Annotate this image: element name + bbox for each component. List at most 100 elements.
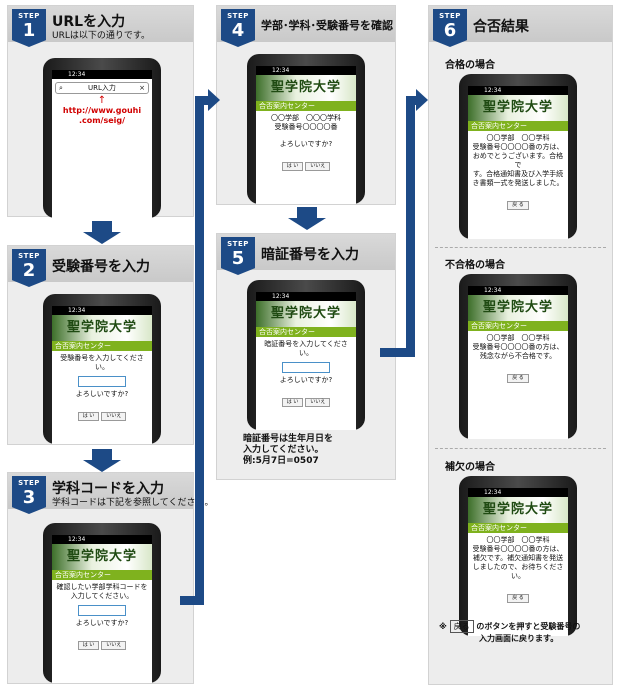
yes-button[interactable]: は い: [281, 398, 304, 407]
step1-phone: 12:34 ⌕ URL入力 × ↑ http://www.gouhi .com/…: [43, 58, 161, 218]
prompt-text: 確認したい学部学科コードを 入力してください。: [56, 583, 148, 600]
status-bar: 12:34: [256, 292, 356, 301]
fail-phone: 12:34 聖学院大学 合否案内センター 〇〇学部 〇〇学科 受験番号〇〇〇〇番…: [459, 274, 577, 439]
arrow-down-4-5: [288, 207, 326, 230]
url-input[interactable]: ⌕ URL入力 ×: [55, 82, 149, 94]
connector-3-4-h1: [180, 596, 204, 605]
center-bar: 合否案内センター: [52, 570, 152, 580]
university-logo: 聖学院大学: [52, 544, 152, 570]
pin-note: 暗証番号は生年月日を 入力してください。 例:5月7日=0507: [243, 434, 334, 466]
connector-3-4-v: [195, 96, 204, 605]
confirm-text: よろしいですか?: [279, 376, 333, 384]
university-logo: 聖学院大学: [468, 95, 568, 121]
step4-phone: 12:34 聖学院大学 合否案内センター 〇〇学部 〇〇〇学科 受験番号〇〇〇〇…: [247, 54, 365, 204]
back-button[interactable]: 戻 る: [507, 374, 529, 383]
pin-input[interactable]: [282, 362, 330, 373]
divider: [435, 448, 606, 449]
step5-phone: 12:34 聖学院大学 合否案内センター 暗証番号を入力してください。 よろしい…: [247, 280, 365, 430]
search-icon: ⌕: [59, 84, 63, 92]
arrow-up-icon: ↑: [97, 95, 107, 106]
url-text: http://www.gouhi .com/seig/: [62, 106, 142, 125]
university-logo: 聖学院大学: [256, 75, 356, 101]
step3-phone: 12:34 聖学院大学 合否案内センター 確認したい学部学科コードを 入力してく…: [43, 523, 161, 683]
step5-title: 暗証番号を入力: [261, 247, 359, 263]
connector-5-6-v: [406, 96, 415, 357]
exam-number-input[interactable]: [78, 376, 126, 387]
center-bar: 合否案内センター: [468, 121, 568, 131]
phone-screen: 聖学院大学 合否案内センター 〇〇学部 〇〇学科 受験番号〇〇〇〇番の方は、 お…: [468, 95, 568, 239]
phone-screen: 聖学院大学 合否案内センター 〇〇学部 〇〇学科 受験番号〇〇〇〇番の方は、 補…: [468, 497, 568, 636]
no-button[interactable]: いいえ: [305, 162, 331, 171]
exam-number-text: 受験番号〇〇〇〇番: [274, 123, 338, 131]
department-text: 〇〇学部 〇〇〇学科: [271, 114, 341, 122]
waitlist-phone: 12:34 聖学院大学 合否案内センター 〇〇学部 〇〇学科 受験番号〇〇〇〇番…: [459, 476, 577, 636]
phone-screen: 聖学院大学 合否案内センター 受験番号を入力してください。 よろしいですか? は…: [52, 315, 152, 444]
department-code-input[interactable]: [78, 605, 126, 616]
step2-title: 受験番号を入力: [52, 259, 150, 275]
back-button[interactable]: 戻 る: [507, 594, 529, 603]
connector-5-6-h1: [380, 348, 415, 357]
prompt-text: 暗証番号を入力してください。: [264, 340, 348, 357]
university-logo: 聖学院大学: [468, 497, 568, 523]
confirm-text: よろしいですか?: [279, 140, 333, 148]
status-bar: 12:34: [468, 286, 568, 295]
status-bar: 12:34: [468, 86, 568, 95]
clear-icon[interactable]: ×: [139, 84, 145, 92]
arrow-down-2-3: [83, 449, 121, 472]
no-button[interactable]: いいえ: [305, 398, 331, 407]
center-bar: 合否案内センター: [256, 327, 356, 337]
fail-heading: 不合格の場合: [445, 260, 505, 271]
phone-screen: 聖学院大学 合否案内センター 確認したい学部学科コードを 入力してください。 よ…: [52, 544, 152, 683]
footnote-back-box: 戻る: [449, 620, 474, 633]
yes-button[interactable]: は い: [77, 412, 100, 421]
step1-subtitle: URLは以下の通りです。: [52, 31, 150, 41]
university-logo: 聖学院大学: [468, 295, 568, 321]
waitlist-text: 〇〇学部 〇〇学科 受験番号〇〇〇〇番の方は、 補欠です。補欠通知書を発送 しま…: [472, 536, 564, 580]
pass-phone: 12:34 聖学院大学 合否案内センター 〇〇学部 〇〇学科 受験番号〇〇〇〇番…: [459, 74, 577, 239]
university-logo: 聖学院大学: [256, 301, 356, 327]
prompt-text: 受験番号を入力してください。: [60, 354, 144, 371]
no-button[interactable]: いいえ: [101, 641, 127, 650]
phone-screen: 聖学院大学 合否案内センター 〇〇学部 〇〇学科 受験番号〇〇〇〇番の方は、 残…: [468, 295, 568, 439]
confirm-text: よろしいですか?: [75, 619, 129, 627]
arrow-right-icon: [208, 89, 220, 111]
connector-5-6-h2: [406, 96, 418, 105]
yes-button[interactable]: は い: [77, 641, 100, 650]
phone-screen: 聖学院大学 合否案内センター 〇〇学部 〇〇〇学科 受験番号〇〇〇〇番 よろしい…: [256, 75, 356, 204]
status-bar: 12:34: [256, 66, 356, 75]
footnote: ※ 戻る のボタンを押すと受験番号の 入力画面に戻ります。: [439, 620, 581, 643]
center-bar: 合否案内センター: [256, 101, 356, 111]
center-bar: 合否案内センター: [468, 523, 568, 533]
university-logo: 聖学院大学: [52, 315, 152, 341]
yes-button[interactable]: は い: [281, 162, 304, 171]
status-bar: 12:34: [52, 306, 152, 315]
pass-text: 〇〇学部 〇〇学科 受験番号〇〇〇〇番の方は、 おめでとうございます。合格で す…: [472, 134, 564, 187]
back-button[interactable]: 戻 る: [507, 201, 529, 210]
waitlist-heading: 補欠の場合: [445, 462, 495, 473]
arrow-right-icon: [416, 89, 428, 111]
center-bar: 合否案内センター: [468, 321, 568, 331]
connector-3-4-h2: [195, 96, 210, 105]
status-bar: 12:34: [52, 535, 152, 544]
phone-screen: ⌕ URL入力 × ↑ http://www.gouhi .com/seig/: [52, 79, 152, 218]
step3-title: 学科コードを入力: [52, 481, 164, 497]
status-bar: 12:34: [52, 70, 152, 79]
step2-phone: 12:34 聖学院大学 合否案内センター 受験番号を入力してください。 よろしい…: [43, 294, 161, 444]
fail-text: 〇〇学部 〇〇学科 受験番号〇〇〇〇番の方は、 残念ながら不合格です。: [472, 334, 564, 360]
confirm-text: よろしいですか?: [75, 390, 129, 398]
divider: [435, 247, 606, 248]
step3-subtitle: 学科コードは下記を参照してください。: [52, 498, 214, 508]
center-bar: 合否案内センター: [52, 341, 152, 351]
no-button[interactable]: いいえ: [101, 412, 127, 421]
step4-title: 学部･学科･受験番号を確認: [261, 19, 393, 32]
phone-screen: 聖学院大学 合否案内センター 暗証番号を入力してください。 よろしいですか? は…: [256, 301, 356, 430]
arrow-down-1-2: [83, 221, 121, 244]
